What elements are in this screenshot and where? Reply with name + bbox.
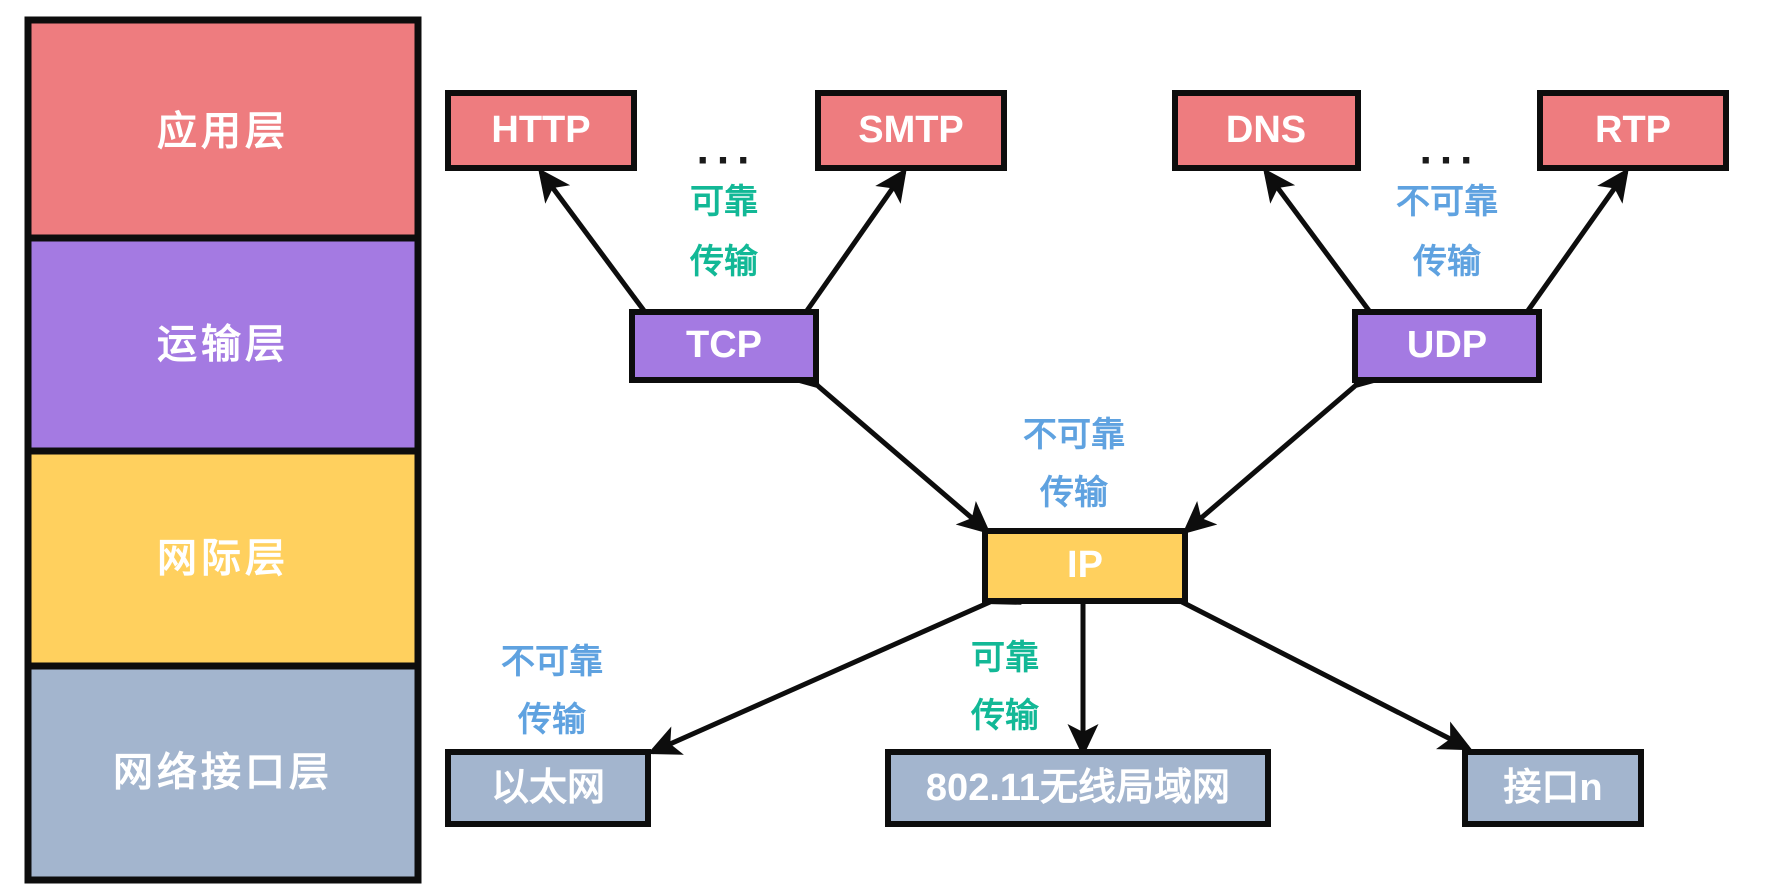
node-box-smtp[interactable] <box>815 90 1007 171</box>
arrow-smtp-tcp <box>777 167 907 344</box>
layer-label-transport: 运输层 <box>157 323 289 367</box>
layer-label-internet: 网际层 <box>157 537 289 581</box>
node-box-wlan-802-11[interactable] <box>885 749 1271 827</box>
layer-box-application <box>24 16 422 242</box>
edge-label-udp-unreliable-line1: 不可靠 <box>1396 183 1498 221</box>
application-layer-nodes: HTTP ... SMTP DNS ... RTP <box>445 90 1729 174</box>
node-label-ip: IP <box>1067 544 1103 586</box>
layer-label-application: 应用层 <box>157 110 289 154</box>
edge-label-ethernet-unreliable-line1: 不可靠 <box>501 643 603 681</box>
node-label-smtp: SMTP <box>858 109 964 151</box>
layer-box-transport <box>24 234 422 455</box>
arrow-ip-interface-n <box>1150 575 1473 751</box>
edge-label-ip-unreliable-line1: 不可靠 <box>1023 416 1125 454</box>
node-label-wlan-802-11: 802.11无线局域网 <box>926 767 1230 809</box>
arrow-rtp-udp <box>1498 167 1629 344</box>
arrow-http-tcp <box>538 167 675 344</box>
edge-label-wlan-reliable-line2: 传输 <box>970 697 1040 735</box>
node-label-tcp: TCP <box>686 324 762 366</box>
arrow-ip-ethernet <box>647 576 1022 755</box>
internet-layer-nodes: IP <box>982 528 1188 604</box>
node-box-http[interactable] <box>445 90 637 171</box>
layer-label-network-interface: 网络接口层 <box>113 750 333 795</box>
network-interface-layer-nodes: 以太网 802.11无线局域网 接口n <box>445 749 1644 827</box>
layer-stack-panel: 应用层 运输层 网际层 网络接口层 <box>24 16 422 884</box>
node-box-rtp[interactable] <box>1537 90 1729 171</box>
edge-label-ethernet-unreliable-line2: 传输 <box>517 701 587 739</box>
edge-label-udp-unreliable-line2: 传输 <box>1412 243 1482 281</box>
transport-layer-nodes: TCP UDP <box>629 309 1542 383</box>
node-box-ethernet[interactable] <box>445 749 651 827</box>
node-box-tcp[interactable] <box>629 309 819 383</box>
edge-label-wlan-reliable-line1: 可靠 <box>971 639 1039 677</box>
node-label-udp: UDP <box>1407 324 1487 366</box>
node-box-ip[interactable] <box>982 528 1188 604</box>
layer-box-network-interface <box>24 662 422 884</box>
connector-arrows <box>538 167 1629 758</box>
node-box-udp[interactable] <box>1352 309 1542 383</box>
edge-labels: 可靠 传输 不可靠 传输 不可靠 传输 不可靠 传输 可靠 传输 <box>501 183 1498 739</box>
node-label-ethernet: 以太网 <box>491 767 605 809</box>
edge-label-tcp-reliable-line1: 可靠 <box>690 183 758 221</box>
arrow-tcp-ip <box>786 356 991 535</box>
edge-label-tcp-reliable-line2: 传输 <box>689 243 759 281</box>
arrow-dns-udp <box>1263 167 1400 344</box>
node-label-http: HTTP <box>491 109 590 151</box>
ellipsis-right: ... <box>1420 125 1481 174</box>
node-box-dns[interactable] <box>1172 90 1361 171</box>
node-label-interface-n: 接口n <box>1503 767 1602 809</box>
ellipsis-left: ... <box>697 125 758 174</box>
node-box-interface-n[interactable] <box>1462 749 1644 827</box>
arrow-udp-ip <box>1182 356 1387 535</box>
node-label-dns: DNS <box>1226 109 1306 151</box>
edge-label-ip-unreliable-line2: 传输 <box>1039 474 1109 512</box>
node-label-rtp: RTP <box>1595 109 1671 151</box>
